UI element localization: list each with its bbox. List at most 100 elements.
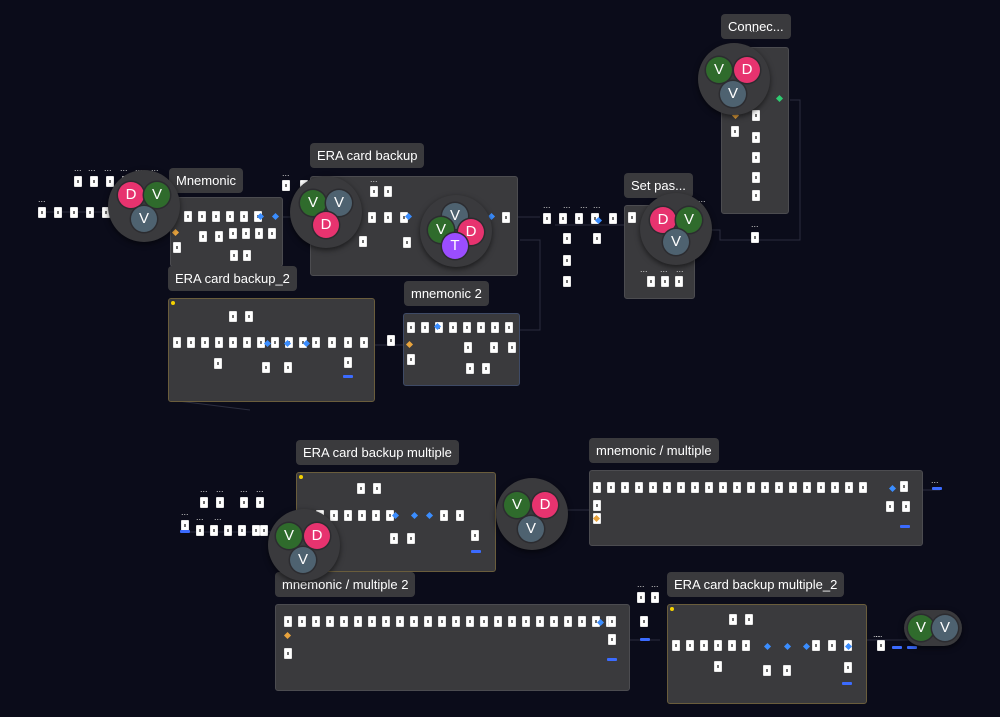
screen-thumbnail-icon[interactable] [284,648,292,659]
screen-thumbnail-icon[interactable] [559,213,567,224]
screen-thumbnail-icon[interactable] [466,363,474,374]
screen-thumbnail-icon[interactable] [886,501,894,512]
screen-thumbnail-icon[interactable] [407,322,415,333]
collaborator-avatar[interactable]: V [663,229,689,255]
screen-thumbnail-icon[interactable] [210,525,218,536]
screen-thumbnail-icon[interactable] [649,482,657,493]
screen-thumbnail-icon[interactable] [477,322,485,333]
section-label-mnemonic-multiple-2[interactable]: mnemonic / multiple 2 [275,572,416,597]
screen-thumbnail-icon[interactable] [54,207,62,218]
screen-thumbnail-icon[interactable] [243,337,251,348]
collaborator-avatar[interactable]: V [908,615,934,641]
screen-thumbnail-icon[interactable] [747,482,755,493]
screen-thumbnail-icon[interactable] [262,362,270,373]
screen-thumbnail-icon[interactable] [728,640,736,651]
screen-thumbnail-icon[interactable] [360,337,368,348]
screen-thumbnail-icon[interactable] [471,530,479,541]
screen-thumbnail-icon[interactable] [714,661,722,672]
screen-thumbnail-icon[interactable] [187,337,195,348]
collaborator-avatar[interactable]: V [144,182,170,208]
screen-thumbnail-icon[interactable] [564,616,572,627]
screen-thumbnail-icon[interactable] [578,616,586,627]
screen-thumbnail-icon[interactable] [752,172,760,183]
screen-thumbnail-icon[interactable] [354,616,362,627]
screen-thumbnail-icon[interactable] [609,213,617,224]
screen-thumbnail-icon[interactable] [216,497,224,508]
screen-thumbnail-icon[interactable] [368,212,376,223]
screen-thumbnail-icon[interactable] [358,510,366,521]
screen-thumbnail-icon[interactable] [312,337,320,348]
screen-thumbnail-icon[interactable] [74,176,82,187]
screen-thumbnail-icon[interactable] [575,213,583,224]
screen-thumbnail-icon[interactable] [733,482,741,493]
screen-thumbnail-icon[interactable] [480,616,488,627]
screen-thumbnail-icon[interactable] [593,233,601,244]
screen-thumbnail-icon[interactable] [593,482,601,493]
screen-thumbnail-icon[interactable] [372,510,380,521]
screen-thumbnail-icon[interactable] [828,640,836,651]
screen-thumbnail-icon[interactable] [328,337,336,348]
screen-thumbnail-icon[interactable] [344,357,352,368]
screen-thumbnail-icon[interactable] [563,276,571,287]
screen-thumbnail-icon[interactable] [38,207,46,218]
screen-thumbnail-icon[interactable] [752,152,760,163]
collaborator-avatar[interactable]: T [442,233,468,259]
screen-thumbnail-icon[interactable] [719,482,727,493]
screen-thumbnail-icon[interactable] [608,616,616,627]
screen-thumbnail-icon[interactable] [370,186,378,197]
screen-thumbnail-icon[interactable] [752,132,760,143]
screen-thumbnail-icon[interactable] [199,231,207,242]
screen-thumbnail-icon[interactable] [86,207,94,218]
collaborator-avatar[interactable]: V [290,547,316,573]
screen-thumbnail-icon[interactable] [410,616,418,627]
screen-thumbnail-icon[interactable] [215,337,223,348]
screen-thumbnail-icon[interactable] [298,616,306,627]
collaborator-avatar[interactable]: V [131,206,157,232]
screen-thumbnail-icon[interactable] [368,616,376,627]
screen-thumbnail-icon[interactable] [70,207,78,218]
screen-thumbnail-icon[interactable] [745,614,753,625]
screen-thumbnail-icon[interactable] [677,482,685,493]
screen-thumbnail-icon[interactable] [382,616,390,627]
screen-thumbnail-icon[interactable] [268,228,276,239]
screen-thumbnail-icon[interactable] [255,228,263,239]
screen-thumbnail-icon[interactable] [640,616,648,627]
screen-thumbnail-icon[interactable] [647,276,655,287]
screen-thumbnail-icon[interactable] [196,525,204,536]
screen-thumbnail-icon[interactable] [312,616,320,627]
screen-thumbnail-icon[interactable] [224,525,232,536]
screen-thumbnail-icon[interactable] [661,276,669,287]
section-label-mnemonic-2[interactable]: mnemonic 2 [404,281,489,306]
collaborator-avatar[interactable]: D [532,492,558,518]
screen-thumbnail-icon[interactable] [230,250,238,261]
collaborator-avatar[interactable]: D [313,212,339,238]
screen-thumbnail-icon[interactable] [859,482,867,493]
screen-thumbnail-icon[interactable] [359,236,367,247]
screen-thumbnail-icon[interactable] [240,211,248,222]
screen-thumbnail-icon[interactable] [452,616,460,627]
screen-thumbnail-icon[interactable] [466,616,474,627]
screen-thumbnail-icon[interactable] [775,482,783,493]
screen-thumbnail-icon[interactable] [229,311,237,322]
screen-thumbnail-icon[interactable] [763,665,771,676]
screen-thumbnail-icon[interactable] [651,592,659,603]
screen-thumbnail-icon[interactable] [508,616,516,627]
section-label-era-card-backup[interactable]: ERA card backup [310,143,425,168]
screen-thumbnail-icon[interactable] [490,342,498,353]
screen-thumbnail-icon[interactable] [761,482,769,493]
screen-thumbnail-icon[interactable] [212,211,220,222]
screen-thumbnail-icon[interactable] [550,616,558,627]
screen-thumbnail-icon[interactable] [184,211,192,222]
section-era-card-backup-multiple-2[interactable] [667,604,867,704]
section-label-era-card-backup-multiple-2[interactable]: ERA card backup multiple_2 [667,572,845,597]
collaborator-avatar[interactable]: V [720,81,746,107]
screen-thumbnail-icon[interactable] [456,510,464,521]
screen-thumbnail-icon[interactable] [229,337,237,348]
screen-thumbnail-icon[interactable] [403,237,411,248]
screen-thumbnail-icon[interactable] [238,525,246,536]
collaborator-avatar[interactable]: D [650,207,676,233]
